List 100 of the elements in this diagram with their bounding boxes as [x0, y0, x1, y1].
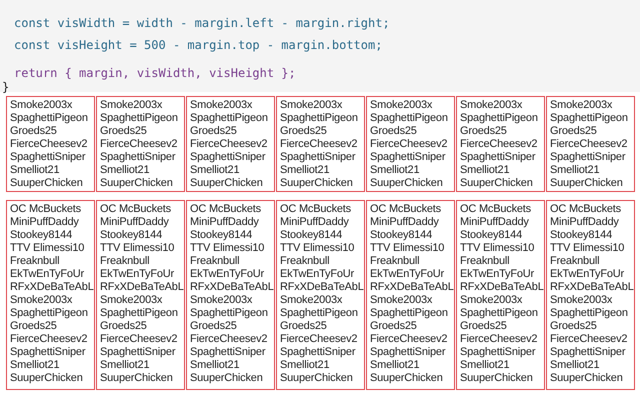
player-name: EkTwEnTyFoUr	[550, 268, 624, 281]
player-name: EkTwEnTyFoUr	[100, 268, 174, 281]
player-name: FierceCheesev2	[100, 333, 178, 346]
player-name: Groeds25	[100, 320, 147, 333]
player-name: FierceCheesev2	[370, 138, 448, 151]
player-name: EkTwEnTyFoUr	[10, 268, 84, 281]
player-name: RFxXDeBaTeAbL	[370, 281, 454, 294]
player-name: Freaknbull	[370, 255, 420, 268]
name-list-box	[6, 96, 95, 192]
player-name: Groeds25	[550, 320, 597, 333]
player-name: TTV Elimessi10	[100, 242, 174, 255]
player-name: SpaghettiSniper	[460, 346, 536, 359]
player-name: Smoke2003x	[370, 99, 432, 112]
player-name: SpaghettiSniper	[10, 151, 86, 164]
player-name: Smelliot21	[10, 164, 60, 177]
player-name: Smelliot21	[460, 164, 510, 177]
code-line: }	[2, 80, 10, 94]
player-name: Stookey8144	[10, 229, 72, 242]
player-name: Smoke2003x	[460, 294, 522, 307]
player-name: FierceCheesev2	[460, 333, 538, 346]
name-list-box	[456, 200, 545, 390]
player-name: SpaghettiSniper	[190, 151, 266, 164]
player-name: Smoke2003x	[280, 294, 342, 307]
player-name: Groeds25	[280, 320, 327, 333]
player-name: Stookey8144	[460, 229, 522, 242]
player-name: Groeds25	[550, 125, 597, 138]
player-name: Groeds25	[190, 125, 237, 138]
player-name: SuuperChicken	[280, 177, 353, 190]
player-name: Stookey8144	[280, 229, 342, 242]
player-name: SpaghettiSniper	[370, 151, 446, 164]
player-name: RFxXDeBaTeAbL	[10, 281, 94, 294]
player-name: SpaghettiPigeon	[190, 307, 268, 320]
player-name: Smelliot21	[550, 359, 600, 372]
player-name: TTV Elimessi10	[460, 242, 534, 255]
player-name: SpaghettiPigeon	[10, 112, 88, 125]
player-name: SpaghettiSniper	[460, 151, 536, 164]
player-name: EkTwEnTyFoUr	[370, 268, 444, 281]
player-name: Groeds25	[10, 125, 57, 138]
player-name: Stookey8144	[370, 229, 432, 242]
player-name: TTV Elimessi10	[10, 242, 84, 255]
player-name: Groeds25	[370, 125, 417, 138]
player-name: MiniPuffDaddy	[280, 216, 349, 229]
player-name: Smelliot21	[100, 164, 150, 177]
player-name: SuuperChicken	[10, 372, 83, 385]
name-list-box	[276, 96, 365, 192]
player-name: TTV Elimessi10	[190, 242, 264, 255]
player-name: TTV Elimessi10	[370, 242, 444, 255]
player-name: FierceCheesev2	[100, 138, 178, 151]
player-name: RFxXDeBaTeAbL	[100, 281, 184, 294]
name-list-box	[366, 96, 455, 192]
player-name: SpaghettiSniper	[100, 151, 176, 164]
player-name: Smelliot21	[370, 164, 420, 177]
player-name: SpaghettiPigeon	[460, 307, 538, 320]
player-name: Stookey8144	[190, 229, 252, 242]
player-name: MiniPuffDaddy	[10, 216, 79, 229]
player-name: SpaghettiPigeon	[370, 307, 448, 320]
player-name: Groeds25	[190, 320, 237, 333]
player-name: Freaknbull	[10, 255, 60, 268]
player-name: SpaghettiPigeon	[190, 112, 268, 125]
player-name: SuuperChicken	[100, 177, 173, 190]
player-name: FierceCheesev2	[370, 333, 448, 346]
player-name: RFxXDeBaTeAbL	[550, 281, 634, 294]
player-name: FierceCheesev2	[280, 333, 358, 346]
player-name: Groeds25	[460, 320, 507, 333]
player-name: Smoke2003x	[100, 99, 162, 112]
player-name: OC McBuckets	[10, 203, 81, 216]
player-name: SpaghettiSniper	[550, 151, 626, 164]
code-line: const visWidth = width - margin.left - margin.right;	[14, 16, 390, 30]
player-name: TTV Elimessi10	[550, 242, 624, 255]
player-name: SuuperChicken	[370, 177, 443, 190]
player-name: FierceCheesev2	[550, 333, 628, 346]
player-name: Stookey8144	[550, 229, 612, 242]
player-name: Smoke2003x	[190, 294, 252, 307]
player-name: SpaghettiSniper	[280, 151, 356, 164]
player-name: SpaghettiPigeon	[100, 112, 178, 125]
player-name: EkTwEnTyFoUr	[460, 268, 534, 281]
player-name: OC McBuckets	[370, 203, 441, 216]
player-name: OC McBuckets	[100, 203, 171, 216]
player-name: Groeds25	[370, 320, 417, 333]
player-name: SpaghettiSniper	[370, 346, 446, 359]
player-name: MiniPuffDaddy	[190, 216, 259, 229]
player-name: Freaknbull	[280, 255, 330, 268]
name-list-box	[186, 200, 275, 390]
player-name: SpaghettiPigeon	[100, 307, 178, 320]
player-name: Smelliot21	[370, 359, 420, 372]
player-name: RFxXDeBaTeAbL	[460, 281, 544, 294]
player-name: Smoke2003x	[10, 294, 72, 307]
player-name: FierceCheesev2	[190, 138, 268, 151]
player-name: FierceCheesev2	[10, 138, 88, 151]
player-name: SpaghettiPigeon	[370, 112, 448, 125]
player-name: SpaghettiSniper	[280, 346, 356, 359]
name-list-box	[96, 200, 185, 390]
player-name: FierceCheesev2	[280, 138, 358, 151]
player-name: EkTwEnTyFoUr	[280, 268, 354, 281]
player-name: TTV Elimessi10	[280, 242, 354, 255]
name-list-box	[6, 200, 95, 390]
name-list-box	[186, 96, 275, 192]
player-name: Smoke2003x	[280, 99, 342, 112]
player-name: MiniPuffDaddy	[100, 216, 169, 229]
name-list-box	[546, 96, 635, 192]
